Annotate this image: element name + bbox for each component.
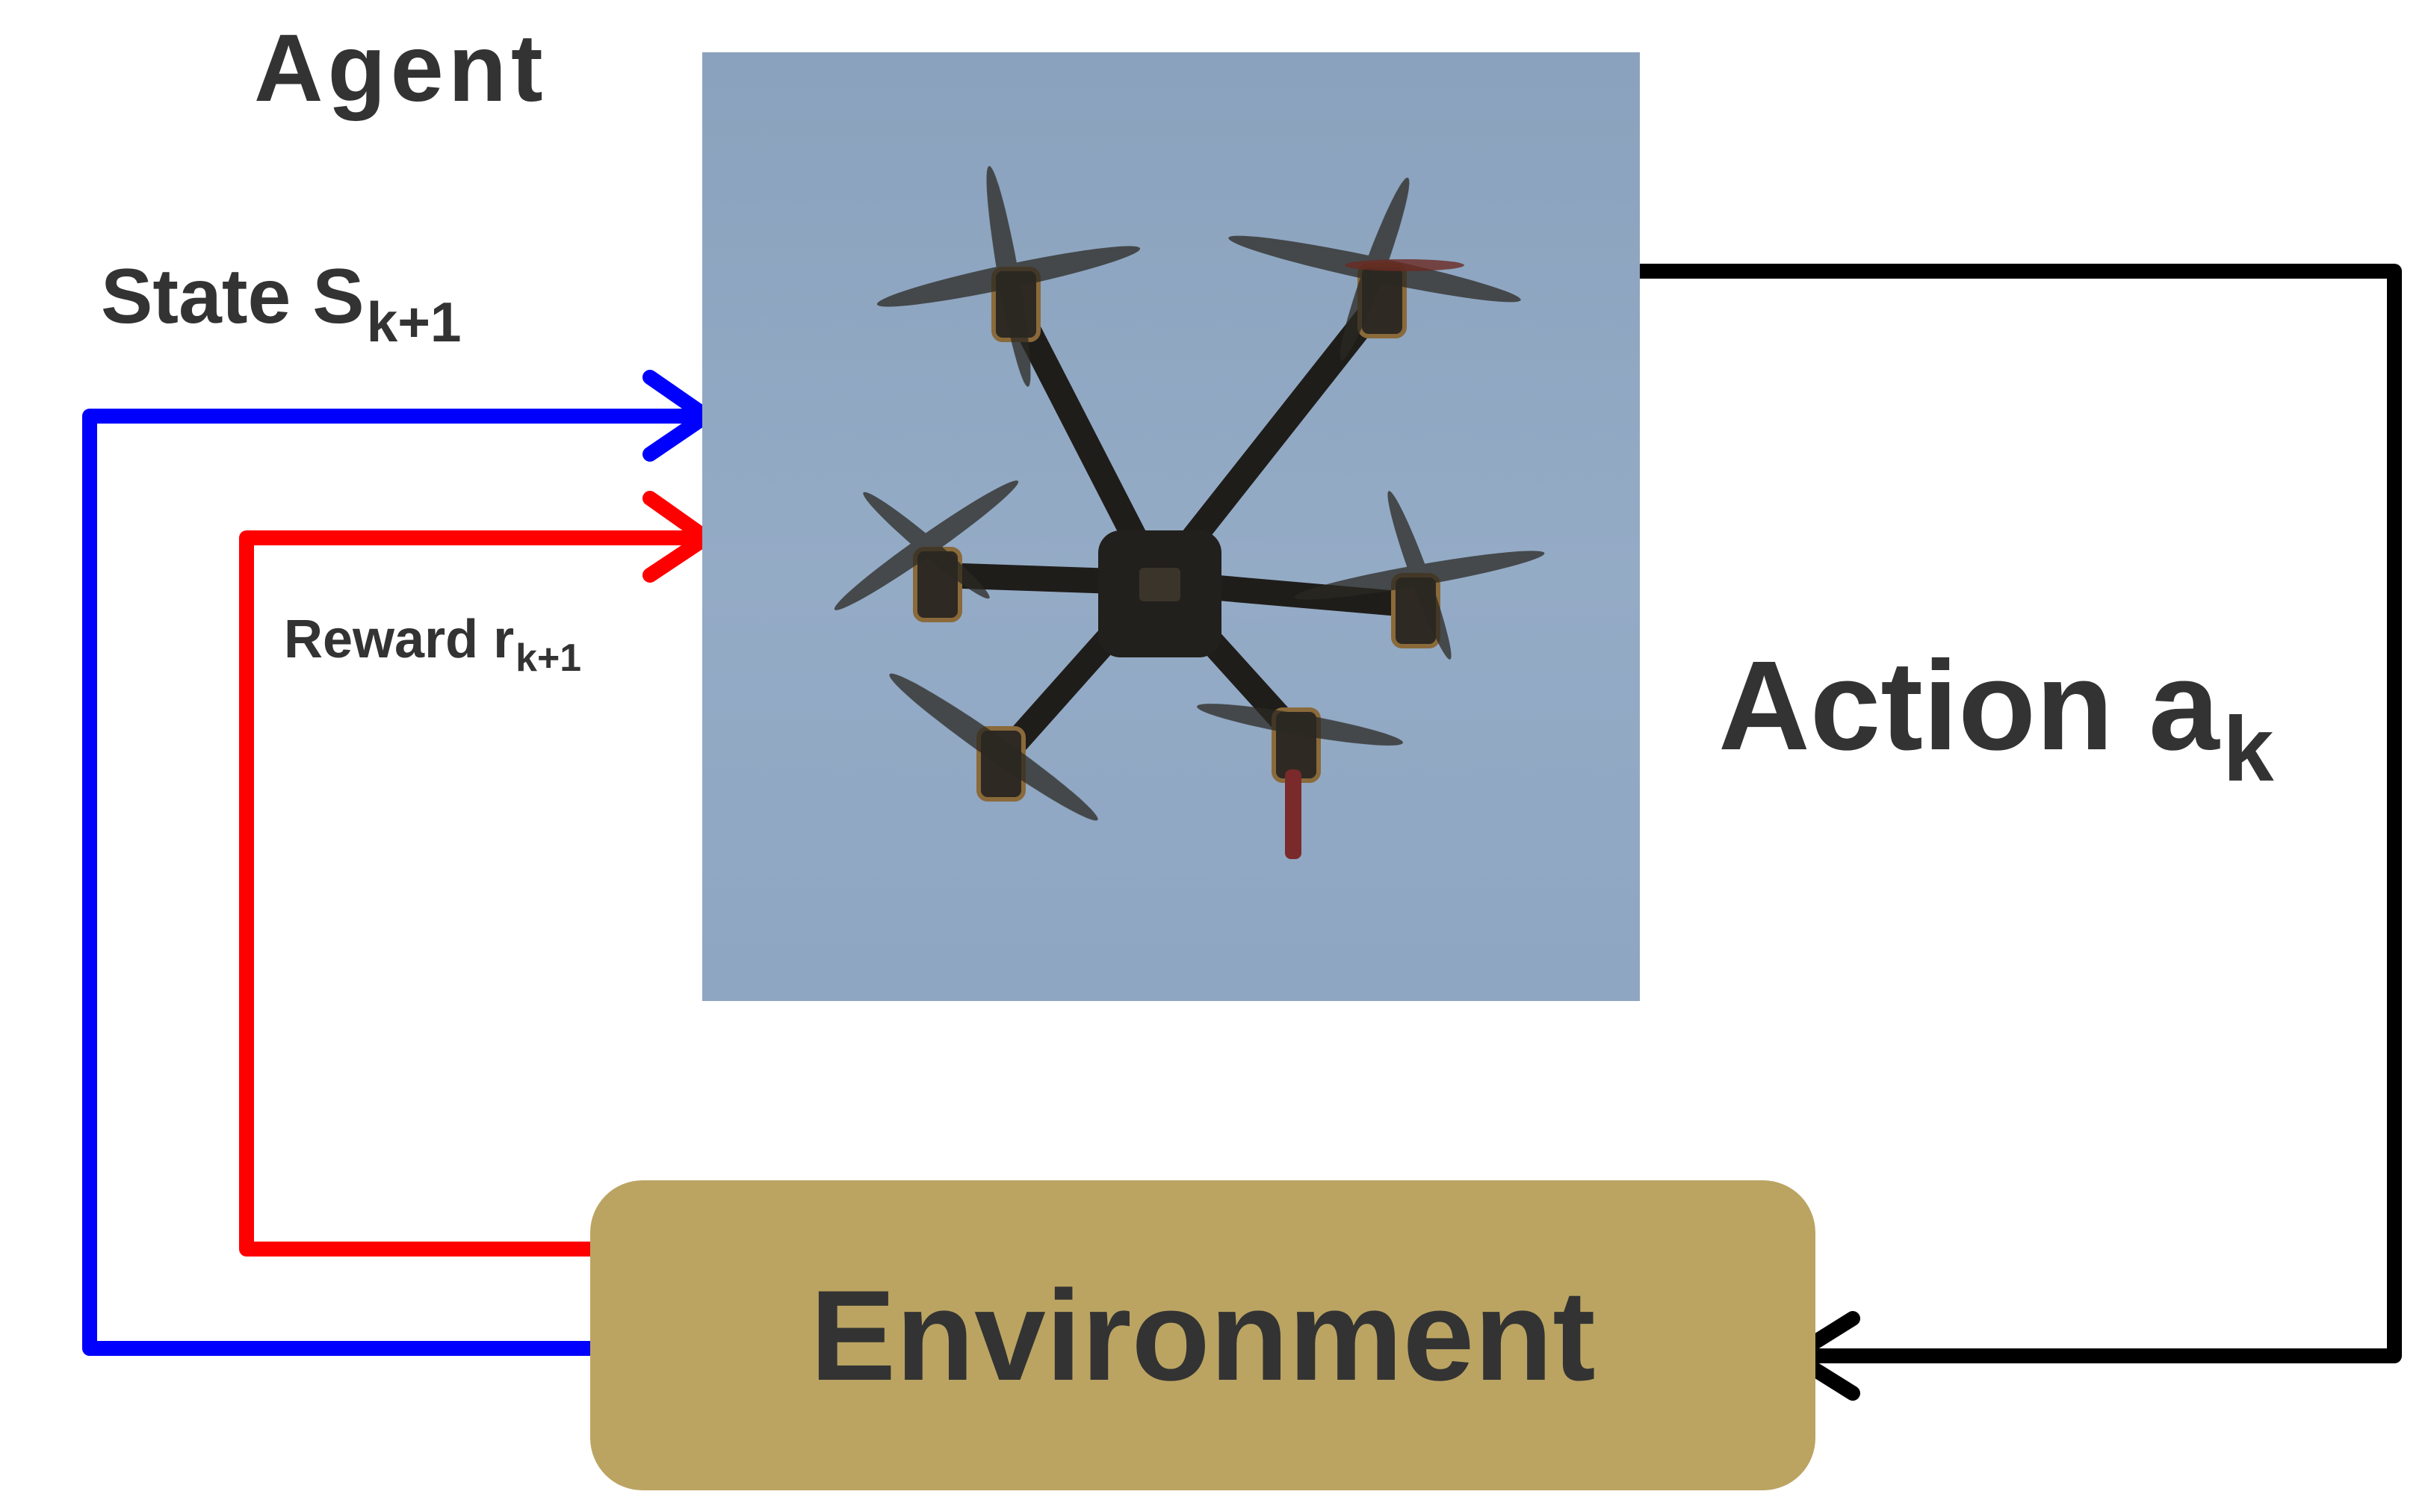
state-label: State Sk+1 [101,258,462,350]
environment-label: Environment [810,1263,1596,1407]
action-label-subscript: k [2223,697,2274,800]
reward-label: Reward rk+1 [284,610,581,677]
reward-label-subscript: k+1 [515,635,582,679]
action-label-main: Action a [1718,635,2220,777]
agent-label: Agent [254,15,548,122]
environment-box: Environment [590,1180,1815,1490]
state-label-subscript: k+1 [366,291,462,354]
action-label: Action ak [1718,642,2274,794]
reward-label-main: Reward r [284,610,515,669]
drone-icon [834,166,1545,859]
state-label-main: State S [101,253,365,340]
agent-drone-image [702,52,1640,1001]
